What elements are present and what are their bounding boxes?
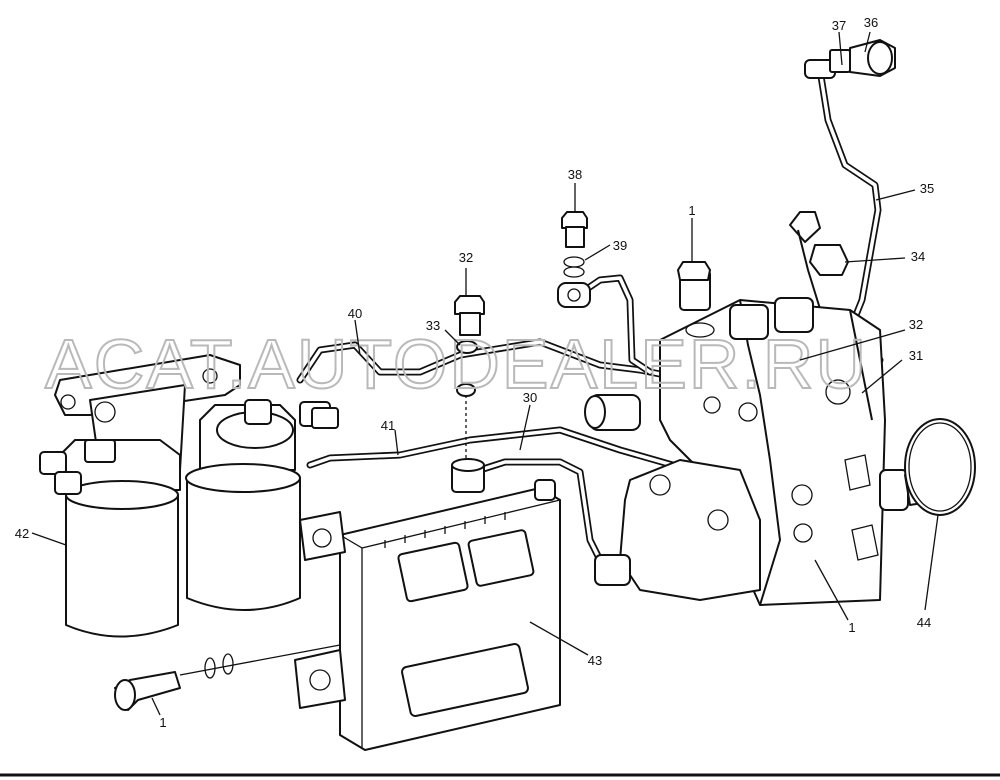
callout-40: 40 [348, 306, 362, 321]
leader-lines [31, 31, 939, 716]
o-ring [904, 418, 976, 516]
callout-1-bottom: 1 [159, 715, 166, 730]
callout-41: 41 [381, 418, 395, 433]
callout-38: 38 [568, 167, 582, 182]
fuel-filter-assembly [39, 354, 339, 638]
callout-31: 31 [909, 348, 923, 363]
callout-labels: 37 36 35 38 1 39 34 32 40 33 32 31 30 41… [15, 15, 934, 730]
callout-42: 42 [15, 526, 29, 541]
callout-39: 39 [613, 238, 627, 253]
callout-43: 43 [588, 653, 602, 668]
callout-30: 30 [523, 390, 537, 405]
callout-36: 36 [864, 15, 878, 30]
callout-1-top: 1 [688, 203, 695, 218]
callout-32-right: 32 [909, 317, 923, 332]
callout-35: 35 [920, 181, 934, 196]
banjo-bolt-left [114, 644, 341, 711]
injection-pump [584, 261, 941, 606]
callout-44: 44 [917, 615, 931, 630]
bolt-38-and-washers [557, 211, 591, 308]
watermark-text: ACAT.AUTODEALER.RU [45, 325, 868, 403]
bolt-32-and-washers [451, 295, 485, 493]
callout-32-top: 32 [459, 250, 473, 265]
bolt-36-37 [804, 39, 896, 79]
callout-1-pump: 1 [848, 620, 855, 635]
callout-37: 37 [832, 18, 846, 33]
callout-33: 33 [426, 318, 440, 333]
callout-34: 34 [911, 249, 925, 264]
electronic-control-unit [294, 479, 561, 751]
